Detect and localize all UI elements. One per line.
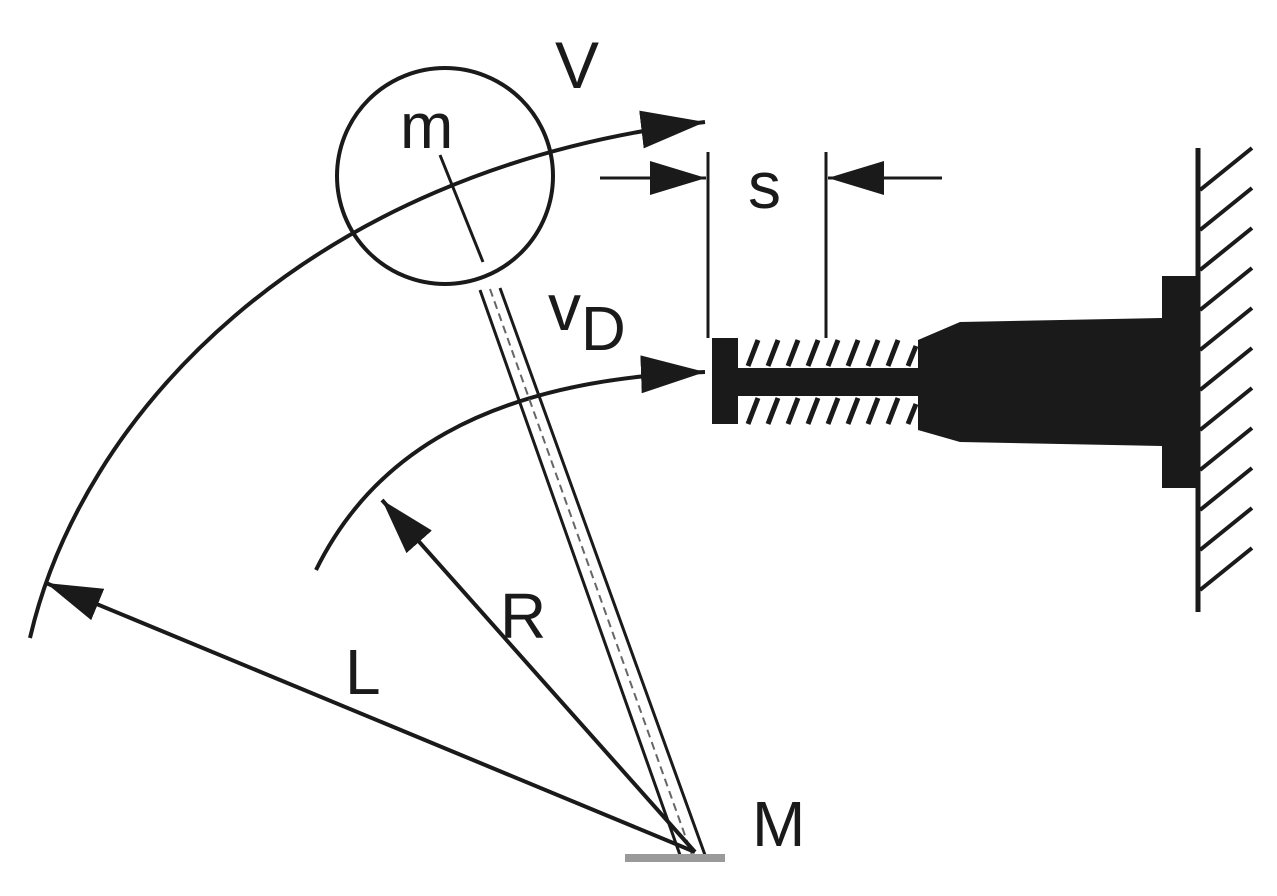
- radius-arrow-R: [380, 498, 697, 854]
- inner-arc-R: [314, 355, 706, 571]
- damper-spring: [745, 339, 919, 425]
- damper: [712, 276, 1198, 488]
- radius-arrow-L: [45, 581, 696, 854]
- stroke-label: s: [748, 148, 781, 222]
- damper-velocity-sub: D: [581, 295, 626, 364]
- pivot-label: M: [752, 788, 805, 860]
- radius-R-label: R: [500, 580, 546, 652]
- outer-arc-L: [28, 110, 706, 639]
- stroke-dimension: [600, 152, 942, 338]
- velocity-label: V: [555, 28, 599, 102]
- pendulum-rod: [478, 287, 707, 856]
- mass-label: m: [400, 90, 453, 162]
- mass-radius-line: [438, 154, 485, 263]
- wall: [1195, 146, 1254, 612]
- damper-velocity-main: v: [548, 270, 581, 344]
- wall-hatching: [1198, 146, 1254, 592]
- mass-circle: [335, 66, 555, 286]
- radius-L-label: L: [345, 636, 381, 708]
- damper-velocity-label: vD: [548, 270, 626, 364]
